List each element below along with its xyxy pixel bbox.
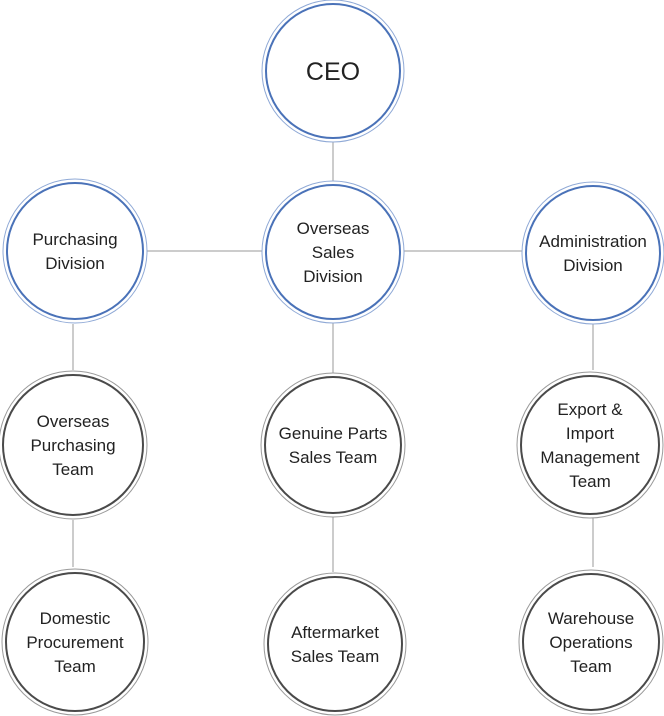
node-purchasing-division-label-line: Division xyxy=(45,254,105,273)
node-overseas-purchasing-team-label-line: Purchasing xyxy=(30,436,115,455)
node-overseas-purchasing-team-inner-ring xyxy=(2,374,144,516)
node-warehouse-operations-team-inner-ring xyxy=(522,573,660,711)
node-administration-division-inner-ring xyxy=(525,185,661,321)
node-genuine-parts-sales-team-label-line: Genuine Parts xyxy=(279,424,388,443)
node-administration-division-label-line: Division xyxy=(563,256,623,275)
node-domestic-procurement-team-label-line: Domestic xyxy=(40,609,111,628)
node-aftermarket-sales-team-label-line: Aftermarket xyxy=(291,623,379,642)
node-overseas-sales-division-inner-ring xyxy=(265,184,401,320)
node-warehouse-operations-team-label-line: Team xyxy=(570,657,612,676)
node-domestic-procurement-team-label-line: Team xyxy=(54,657,96,676)
node-export-import-management-team-label-line: Team xyxy=(569,472,611,491)
node-purchasing-division-inner-ring xyxy=(6,182,144,320)
node-aftermarket-sales-team-inner-ring xyxy=(267,576,403,712)
node-overseas-sales-division-label-line: Sales xyxy=(312,243,355,262)
node-ceo-inner-ring xyxy=(265,3,401,139)
node-ceo: CEO xyxy=(261,0,405,143)
connectors xyxy=(72,142,594,572)
node-aftermarket-sales-team-label-line: Sales Team xyxy=(291,647,380,666)
node-overseas-purchasing-team-label-line: Overseas xyxy=(37,412,110,431)
node-genuine-parts-sales-team-inner-ring xyxy=(264,376,402,514)
node-export-import-management-team-label-line: Export & xyxy=(557,400,623,419)
node-ceo-label-line: CEO xyxy=(306,58,360,86)
node-purchasing-division-label-line: Purchasing xyxy=(32,230,117,249)
node-domestic-procurement-team-label-line: Procurement xyxy=(26,633,124,652)
node-overseas-purchasing-team-label-line: Team xyxy=(52,460,94,479)
node-export-import-management-team-label-line: Management xyxy=(540,448,640,467)
node-overseas-sales-division-label-line: Division xyxy=(303,267,363,286)
node-export-import-management-team-label-line: Import xyxy=(566,424,614,443)
node-overseas-sales-division-label-line: Overseas xyxy=(297,219,370,238)
node-warehouse-operations-team-label-line: Operations xyxy=(549,633,632,652)
node-domestic-procurement-team-inner-ring xyxy=(5,572,145,712)
node-warehouse-operations-team-label-line: Warehouse xyxy=(548,609,634,628)
node-genuine-parts-sales-team-label-line: Sales Team xyxy=(289,448,378,467)
node-export-import-management-team-inner-ring xyxy=(520,375,660,515)
node-administration-division-label-line: Administration xyxy=(539,232,647,251)
